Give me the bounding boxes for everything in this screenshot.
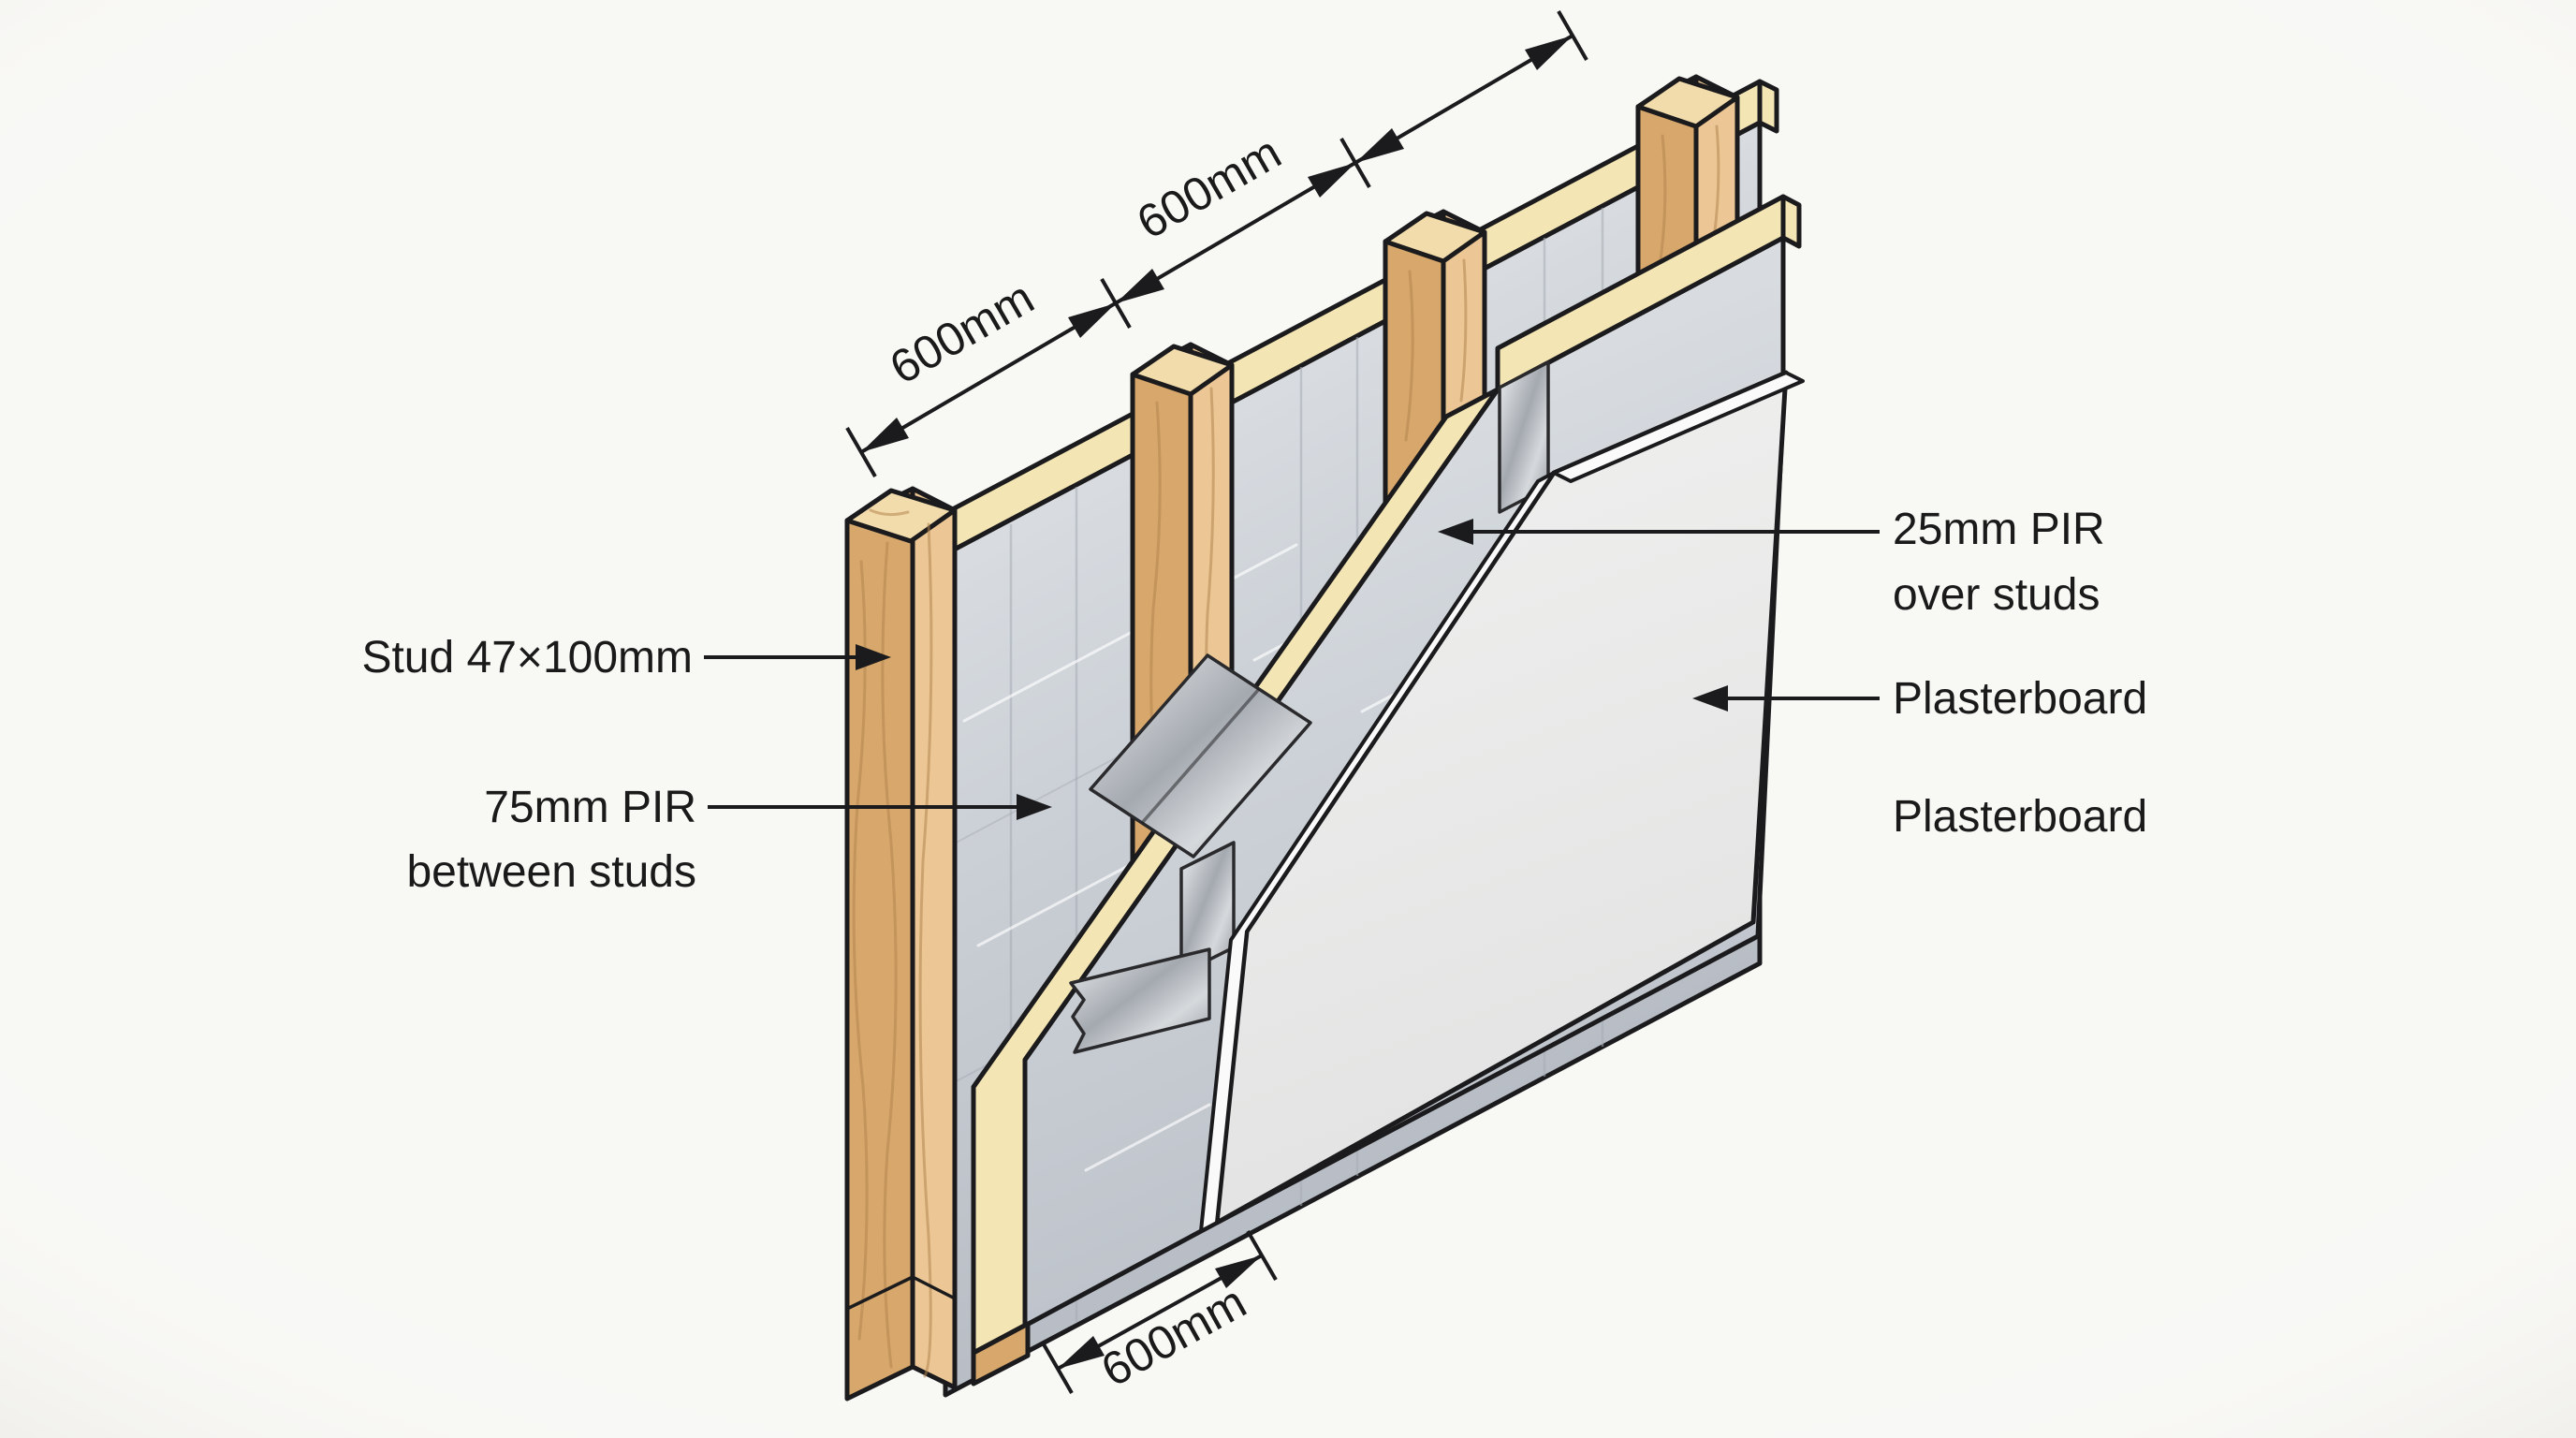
pir-between-top-edge-end [1757,79,1779,134]
stud-1 [844,486,958,1401]
label-plasterboard-lower: Plasterboard [1893,792,2147,842]
pir-over-top-edge-end [1780,194,1802,249]
label-pir-over-line2: over studs [1893,570,2100,620]
label-pir-between-line1: 75mm PIR [484,783,696,832]
label-stud-size: Stud 47×100mm [361,633,693,682]
stud-1-front-face [910,486,958,1390]
label-pir-between-line2: between studs [406,847,696,897]
label-plasterboard-upper: Plasterboard [1893,674,2147,724]
stud-1-side-face [844,486,915,1401]
label-pir-over-line1: 25mm PIR [1893,505,2105,554]
